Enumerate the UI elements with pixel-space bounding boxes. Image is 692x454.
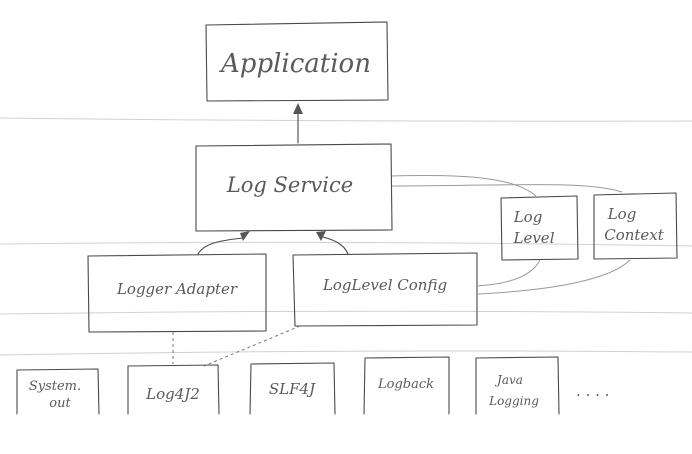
- connector-log-service-to-log-level: [391, 175, 537, 197]
- paper-lines: [0, 117, 692, 356]
- backend-slf4j-box: SLF4J: [249, 362, 336, 415]
- log-level-config-label: LogLevel Config: [322, 276, 447, 294]
- log-level-box: Log Level: [500, 195, 579, 261]
- log-level-config-box: LogLevel Config: [292, 252, 478, 327]
- backend-java-logging-box: Java Logging: [475, 356, 560, 415]
- arrow-logger-adapter-to-log-service: [197, 231, 250, 255]
- arrow-log-level-config-to-log-service: [316, 231, 349, 255]
- slf4j-label: SLF4J: [269, 380, 316, 398]
- log-level-label-line2: Level: [513, 229, 555, 247]
- dashed-link-config-to-log4j2: [203, 325, 301, 367]
- arrow-log-service-to-application: [293, 103, 303, 144]
- connector-log-service-to-log-context: [391, 184, 623, 193]
- system-out-label-line1: System.: [29, 379, 81, 394]
- backend-logback-box: Logback: [363, 356, 450, 415]
- log-service-box: Log Service: [195, 143, 393, 232]
- log-context-label-line2: Context: [604, 226, 665, 244]
- more-backends-ellipsis: . . . .: [576, 382, 609, 400]
- java-logging-label-line1: Java: [494, 373, 523, 387]
- log-context-label-line1: Log: [607, 205, 637, 223]
- application-label: Application: [219, 49, 371, 79]
- system-out-label-line2: out: [49, 396, 71, 411]
- log4j2-label: Log4J2: [145, 385, 200, 403]
- logger-adapter-box: Logger Adapter: [87, 253, 267, 333]
- log-level-label-line1: Log: [513, 208, 543, 226]
- application-box: Application: [205, 21, 389, 102]
- connector-config-to-log-level: [476, 259, 541, 287]
- logger-adapter-label: Logger Adapter: [116, 280, 238, 298]
- connector-config-to-log-context: [476, 259, 631, 295]
- log-context-box: Log Context: [593, 192, 678, 260]
- java-logging-label-line2: Logging: [488, 394, 539, 408]
- backend-system-out-box: System. out: [16, 368, 100, 415]
- backend-log4j2-box: Log4J2: [127, 364, 220, 415]
- logback-label: Logback: [377, 377, 434, 392]
- log-service-label: Log Service: [226, 173, 353, 197]
